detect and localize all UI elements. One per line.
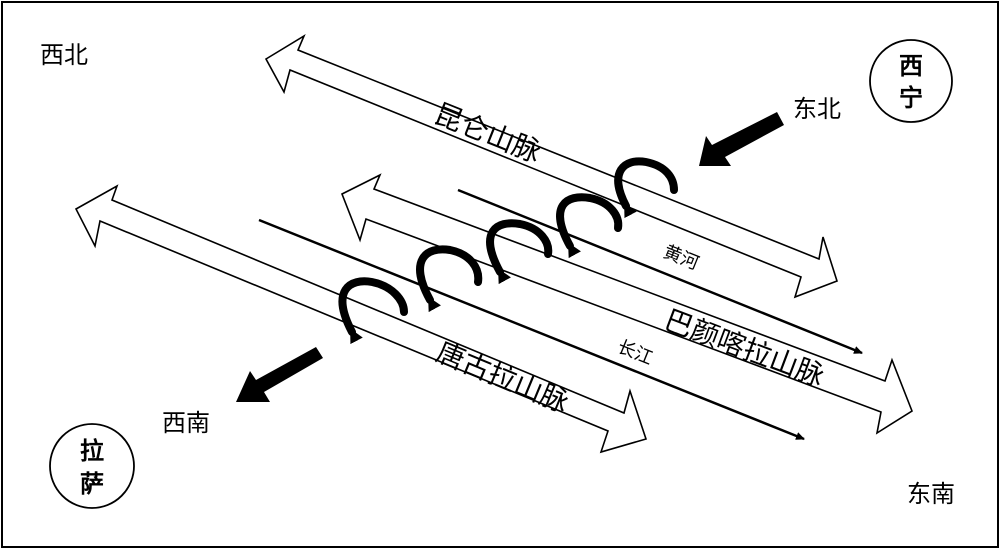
northeast-wind-arrow xyxy=(699,112,784,166)
xining-label-bottom: 宁 xyxy=(899,84,923,112)
lhasa-city-marker: 拉 萨 xyxy=(49,423,135,509)
southwest-label: 西南 xyxy=(162,409,210,437)
curl-arrow xyxy=(416,245,483,313)
curl-arrow xyxy=(614,157,678,219)
southwest-wind-arrow xyxy=(236,347,323,402)
bayan-har-mountain-arrow xyxy=(340,173,913,435)
northeast-label: 东北 xyxy=(793,95,841,123)
curl-arrow xyxy=(338,277,408,345)
curl-arrow xyxy=(556,193,623,259)
lhasa-label-bottom: 萨 xyxy=(80,470,104,498)
yangtze-river-line xyxy=(258,218,805,441)
lhasa-label-top: 拉 xyxy=(80,437,104,465)
tanggula-mountain-arrow xyxy=(74,184,648,454)
curl-arrow xyxy=(486,219,553,285)
yellow-river-line xyxy=(457,188,863,355)
southeast-label: 东南 xyxy=(907,480,955,508)
xining-label-top: 西 xyxy=(899,52,923,80)
xining-city-marker: 西 宁 xyxy=(869,39,953,123)
kunlun-mountain-arrow xyxy=(264,34,838,299)
northwest-label: 西北 xyxy=(40,41,88,69)
